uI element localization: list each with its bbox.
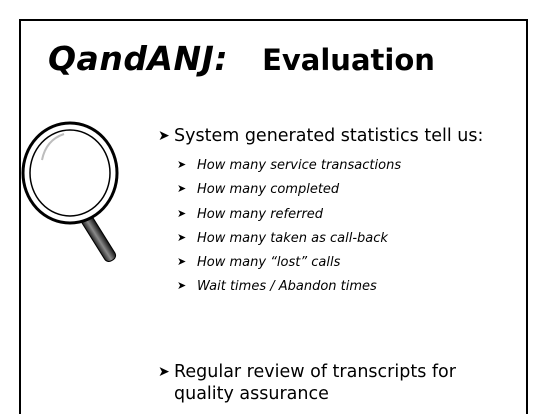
arrow-bullet-icon: ➤ (177, 230, 187, 244)
bullet-main-statistics: ➤System generated statistics tell us: (158, 125, 483, 147)
sub-bullet-text: How many “lost” calls (197, 255, 341, 271)
arrow-bullet-icon: ➤ (158, 128, 170, 144)
sub-bullet: ➤ How many completed (177, 177, 401, 201)
sub-bullet: ➤ How many “lost” calls (177, 250, 401, 274)
sub-bullet-text: How many taken as call-back (197, 230, 388, 246)
bullet-main-transcripts-line2: quality assurance (174, 384, 329, 404)
arrow-bullet-icon: ➤ (158, 364, 170, 380)
arrow-bullet-icon: ➤ (177, 279, 187, 293)
bullet-main-transcripts: ➤Regular review of transcripts for quali… (158, 361, 456, 405)
arrow-bullet-icon: ➤ (177, 255, 187, 269)
sub-bullet: ➤ How many service transactions (177, 153, 401, 177)
sub-bullet-text: How many service transactions (197, 158, 402, 173)
title-brand: QandANJ: (48, 39, 229, 78)
title-subject: Evaluation (262, 43, 435, 77)
sub-bullet-text: How many referred (197, 206, 324, 222)
bullet-main-transcripts-line1: Regular review of transcripts for (174, 362, 456, 382)
slide-frame (19, 19, 528, 414)
sub-bullet: ➤ How many referred (177, 202, 401, 226)
arrow-bullet-icon: ➤ (177, 158, 187, 171)
slide-title: QandANJ: Evaluation (48, 42, 435, 75)
magnifying-glass-icon (21, 121, 119, 262)
sub-bullet: ➤ Wait times / Abandon times (177, 274, 401, 298)
arrow-bullet-icon: ➤ (177, 182, 187, 196)
bullet-main-statistics-text: System generated statistics tell us: (174, 126, 484, 146)
sub-bullet-text: Wait times / Abandon times (197, 279, 377, 295)
arrow-bullet-icon: ➤ (177, 206, 187, 220)
sub-bullet: ➤ How many taken as call-back (177, 226, 401, 250)
sub-bullet-text: How many completed (197, 182, 340, 198)
statistics-sublist: ➤ How many service transactions ➤ How many… (177, 153, 401, 299)
